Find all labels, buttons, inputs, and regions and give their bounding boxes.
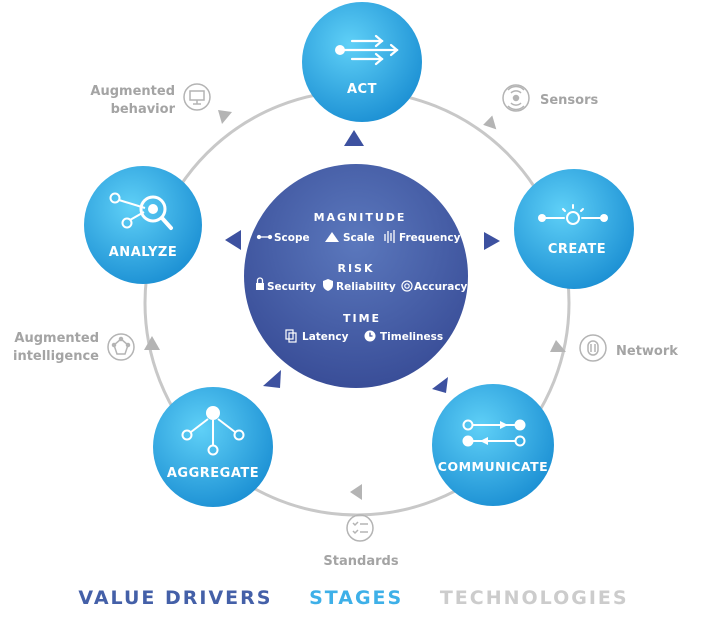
latency-icon bbox=[285, 329, 297, 343]
tech-augmented-behavior: Augmented behavior bbox=[90, 83, 211, 117]
augmented-behavior-line1: Augmented bbox=[90, 84, 175, 99]
augmented-behavior-line2: behavior bbox=[111, 102, 176, 117]
hierarchy-icon bbox=[181, 406, 245, 456]
stage-analyze[interactable]: ANALYZE bbox=[84, 166, 202, 284]
analyze-label: ANALYZE bbox=[109, 245, 177, 260]
risk-heading: RISK bbox=[337, 262, 374, 275]
clock-icon bbox=[364, 330, 376, 342]
frequency-label: Frequency bbox=[399, 232, 461, 244]
sensor-icon bbox=[502, 84, 530, 112]
arrow-analyze-to-act bbox=[218, 110, 232, 124]
create-label: CREATE bbox=[548, 242, 606, 257]
arrow-aggregate-to-analyze bbox=[144, 336, 160, 350]
lock-icon bbox=[256, 277, 264, 290]
pointer-aggregate bbox=[263, 370, 281, 388]
scope-label: Scope bbox=[274, 232, 310, 244]
scale-icon bbox=[325, 232, 339, 242]
shield-icon bbox=[323, 279, 333, 291]
stage-create[interactable]: CREATE bbox=[514, 169, 634, 289]
network-icon bbox=[579, 334, 607, 362]
magnitude-heading: MAGNITUDE bbox=[314, 211, 407, 224]
checklist-icon bbox=[346, 514, 374, 542]
act-arrows-icon bbox=[335, 34, 399, 66]
security-label: Security bbox=[267, 281, 316, 293]
lightbulb-icon bbox=[538, 204, 608, 225]
stage-aggregate[interactable]: AGGREGATE bbox=[153, 387, 273, 507]
network-label: Network bbox=[616, 344, 678, 359]
magnitude-items: Scope Scale Frequency bbox=[256, 230, 461, 244]
timeliness-label: Timeliness bbox=[380, 331, 443, 343]
arrow-create-to-communicate bbox=[550, 340, 566, 352]
time-items: Latency Timeliness bbox=[285, 329, 443, 343]
latency-label: Latency bbox=[302, 331, 349, 343]
ring-arrows bbox=[144, 110, 566, 500]
pointer-analyze bbox=[225, 230, 241, 250]
stage-act[interactable]: ACT bbox=[302, 2, 422, 122]
exchange-arrows-icon bbox=[462, 419, 526, 447]
value-drivers-hub bbox=[244, 164, 468, 388]
sensors-label: Sensors bbox=[540, 93, 599, 108]
scope-icon bbox=[256, 234, 273, 240]
augmented-intelligence-line2: intelligence bbox=[13, 349, 99, 364]
legend-technologies: TECHNOLOGIES bbox=[439, 587, 629, 609]
brain-network-icon bbox=[107, 333, 135, 361]
tech-sensors: Sensors bbox=[502, 84, 599, 112]
frequency-icon bbox=[384, 230, 395, 243]
scale-label: Scale bbox=[343, 232, 375, 244]
magnifier-icon bbox=[109, 192, 173, 230]
legend-stages: STAGES bbox=[309, 587, 404, 609]
risk-items: Security Reliability Accuracy bbox=[256, 277, 468, 293]
target-icon bbox=[401, 280, 413, 292]
act-label: ACT bbox=[347, 82, 377, 97]
pointer-create bbox=[484, 232, 500, 250]
inward-pointers bbox=[225, 130, 500, 393]
arrow-communicate-to-aggregate bbox=[350, 484, 362, 500]
legend: VALUE DRIVERS STAGES TECHNOLOGIES bbox=[0, 587, 707, 609]
time-heading: TIME bbox=[343, 312, 381, 325]
arrow-act-to-create bbox=[483, 115, 497, 130]
pointer-communicate bbox=[432, 377, 448, 393]
accuracy-label: Accuracy bbox=[414, 281, 468, 293]
legend-value-drivers: VALUE DRIVERS bbox=[78, 587, 273, 609]
communicate-label: COMMUNICATE bbox=[438, 459, 548, 474]
augmented-intelligence-line1: Augmented bbox=[14, 331, 99, 346]
monitor-icon bbox=[183, 83, 211, 111]
tech-augmented-intelligence: Augmented intelligence bbox=[13, 331, 135, 364]
tech-standards: Standards bbox=[323, 514, 399, 569]
standards-label: Standards bbox=[323, 554, 398, 569]
pointer-act bbox=[344, 130, 364, 146]
stage-communicate[interactable]: COMMUNICATE bbox=[432, 384, 554, 506]
reliability-label: Reliability bbox=[336, 281, 396, 293]
tech-network: Network bbox=[579, 334, 678, 362]
aggregate-label: AGGREGATE bbox=[167, 466, 259, 481]
